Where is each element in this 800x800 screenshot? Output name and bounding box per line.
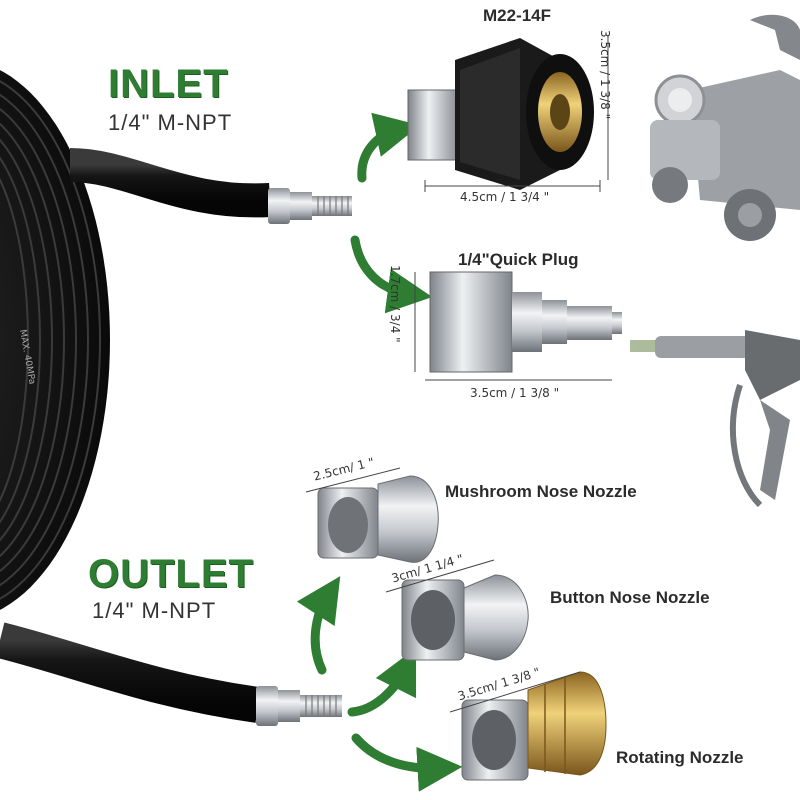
quick-plug-height-label: 1.7cm / 3/4 ": [388, 265, 402, 343]
button-dimension-line: [385, 559, 495, 593]
inlet-title: INLET: [108, 62, 229, 106]
arrow-to-rotating-nozzle-icon: [351, 733, 463, 792]
inlet-hose: [69, 148, 352, 224]
arrow-to-quick-plug-icon: [350, 235, 433, 314]
m22-width-label: 4.5cm / 1 3/4 ": [460, 190, 550, 204]
hose-coil: MAX. 40MPa: [0, 70, 110, 610]
pressure-washer-image: [650, 14, 800, 241]
arrow-to-button-nozzle-icon: [347, 647, 417, 717]
mushroom-nozzle-label: Mushroom Nose Nozzle: [445, 482, 637, 501]
button-nozzle-label: Button Nose Nozzle: [550, 588, 710, 607]
arrow-to-outlet-label-icon: [296, 576, 341, 675]
rotating-nozzle-label: Rotating Nozzle: [616, 748, 744, 767]
inlet-thread-label: 1/4" M-NPT: [108, 110, 233, 135]
rotating-nozzle-image: [461, 671, 607, 781]
arrow-to-m22-icon: [357, 112, 420, 183]
m22-label: M22-14F: [483, 6, 552, 25]
mushroom-dimension-line: [305, 467, 401, 493]
quick-plug-dimension-lines: [414, 272, 612, 381]
quick-plug-label: 1/4"Quick Plug: [458, 250, 579, 269]
rotating-dimension-line: [449, 671, 581, 713]
arrows: [296, 112, 463, 792]
m22-height-label: 3.5cm / 1 3/8 ": [598, 30, 612, 120]
quick-plug-width-label: 3.5cm / 1 3/8 ": [470, 386, 560, 400]
spray-gun-image: [630, 330, 800, 508]
m22-dimension-lines: [424, 35, 609, 192]
outlet-hose: [0, 622, 342, 726]
outlet-thread-label: 1/4" M-NPT: [92, 598, 217, 623]
quick-plug-image: [429, 271, 622, 373]
m22-fitting-image: [407, 38, 594, 190]
outlet-title: OUTLET: [88, 552, 254, 596]
button-nozzle-image: [401, 574, 529, 661]
mushroom-nozzle-image: [317, 475, 439, 563]
